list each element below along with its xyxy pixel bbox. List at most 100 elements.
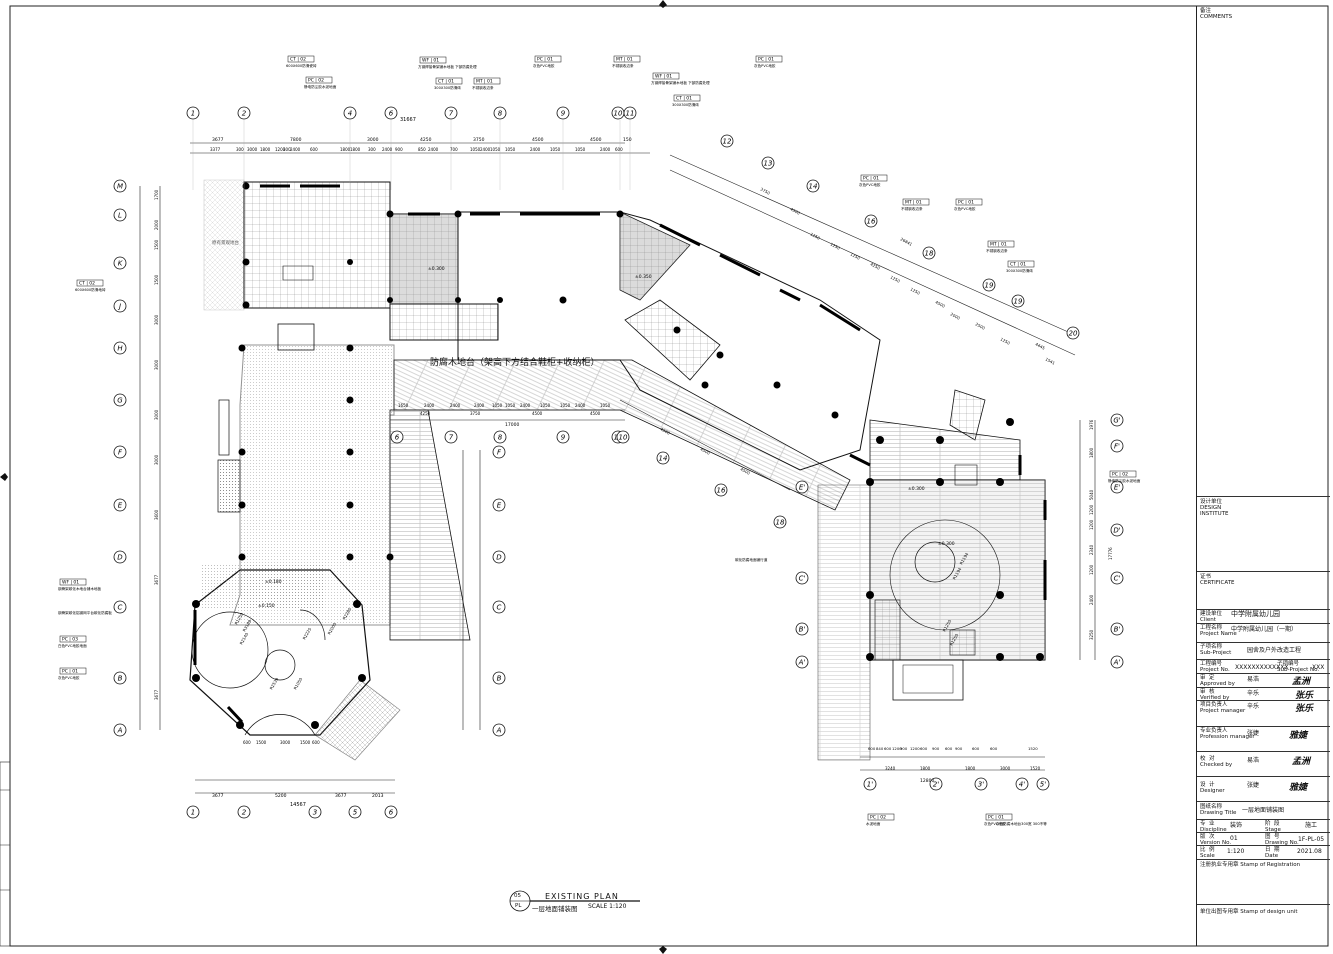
dim-bottom-sub-4: 600 [312,740,320,745]
svg-text:E: E [497,502,502,510]
dim-rb-seg-1: 1800 [920,766,931,771]
dim-mid-total: 17000 [505,422,519,428]
dim-diag-3: 1250 [830,241,842,250]
svg-text:1: 1 [191,809,195,817]
dim-left-1: 2000 [154,219,159,230]
drawing-no-value: 1F-PL-05 [1298,836,1325,843]
dim-bottom-seg-0: 3677 [212,793,224,799]
dim-top-sub-6: 2400 [290,147,301,152]
svg-text:灰色PVC地胶: 灰色PVC地胶 [859,182,881,187]
dim-top-seg-4: 3750 [473,137,485,143]
svg-text:300X300防滑砖: 300X300防滑砖 [434,85,461,90]
dim-diag-16: 4500 [700,446,712,455]
dim-diag-1: 4500 [790,206,802,215]
designer-value: 张婕 [1247,782,1260,789]
project-no-value: XXXXXXXXXXXXX [1235,664,1289,671]
axis-right-4: C' [1110,571,1124,585]
svg-text:不锈钢收边条: 不锈钢收边条 [986,248,1008,253]
axis-top-11: 11 [623,106,637,120]
svg-text:5: 5 [353,809,358,817]
dim-left-5: 3000 [154,359,159,370]
dim-top-sub-10: 300 [368,147,376,152]
svg-text:WF | 01: WF | 01 [655,74,672,80]
svg-text:静电防尘胶水泥地面: 静电防尘胶水泥地面 [1108,478,1141,483]
radius-4: R1050 [293,676,304,690]
svg-text:PC | 01: PC | 01 [863,176,879,182]
dim-top-sub-21: 1050 [550,147,561,152]
dim-right-5: 2340 [1089,544,1094,555]
discipline-label: 专 业 Discipline [1200,821,1227,833]
svg-text:18: 18 [925,250,934,258]
dim-diag-2: 1250 [810,231,822,240]
signature-mark-2: 张乐 [1295,691,1314,701]
dim-right-0: 1976 [1089,419,1094,430]
drawing-title-cn: 一层地面铺装图 [532,905,578,913]
svg-text:CT | 02: CT | 02 [79,281,95,287]
axis-top-9: 9 [556,106,570,120]
svg-text:MT | 01: MT | 01 [905,200,922,206]
svg-text:7: 7 [449,434,454,442]
svg-text:10: 10 [619,434,628,442]
svg-text:K: K [118,260,124,268]
dim-rb-seg-0: 3240 [885,766,896,771]
svg-text:8: 8 [498,110,503,118]
dim-left-3: 1500 [154,274,159,285]
radius-6: R2285 [342,606,353,620]
certificate-label: 证书 CERTIFICATE [1200,574,1235,586]
drawing-scale: SCALE 1:120 [588,903,627,910]
dim-rb-total: 12800 [920,778,934,784]
axis-mid-right-B: B [492,671,506,685]
level-2: ±0.300 [938,541,955,547]
svg-text:6: 6 [395,434,400,442]
level-3: ±0.180 [265,579,282,585]
project-label: 工程名称 Project Name [1200,625,1237,637]
axis-mid-right-A: A [492,723,506,737]
axis-right-6: A' [1110,655,1124,669]
client-label: 建设单位 Client [1200,611,1223,623]
svg-text:WF | 01: WF | 01 [62,580,79,586]
svg-text:方钢焊接骨架铺木地板 下部防腐处理: 方钢焊接骨架铺木地板 下部防腐处理 [651,80,710,85]
axis-bottom-6: 6 [384,805,398,819]
svg-text:19: 19 [985,282,994,290]
radius-11: R1250 [949,632,960,646]
subproject-value: 园舍及户外改造工程 [1247,647,1302,654]
dim-diag-7: 1250 [910,286,922,295]
dim-top-sub-22: 1050 [575,147,586,152]
subproject-no-value: XXX [1312,664,1325,671]
dim-right-1: 1800 [1089,447,1094,458]
dim-top-seg-1: 7800 [290,137,302,143]
dim-left-7: 3000 [154,454,159,465]
axis-mid-right-D: D [492,550,506,564]
axis-mid-6: 6 [390,430,404,444]
dim-mid-seg-3: 2400 [474,403,485,408]
svg-text:4': 4' [1019,781,1025,789]
dim-left-0: 1700 [154,189,159,200]
svg-text:3': 3' [978,781,984,789]
axis-right-bottom-3: 4' [1015,777,1029,791]
wall-openings [193,184,1047,724]
axis-top-7: 7 [444,106,458,120]
svg-text:9: 9 [561,110,566,118]
axis-diag-low-2: 16 [714,483,728,497]
dim-top-sub-2: 3000 [247,147,258,152]
svg-text:E: E [118,502,123,510]
dim-top-sub-18: 1050 [490,147,501,152]
axis-top-1: 1 [186,106,200,120]
material-tag: 灰色防腐木地台300宽 300不等 [996,821,1047,826]
axis-diag-low-0: 10 [616,430,630,444]
dim-bottom-seg-2: 3677 [335,793,347,799]
svg-text:灰色PVC地胶: 灰色PVC地胶 [754,63,776,68]
dim-rb-seg-3: 3000 [1000,766,1011,771]
dim-top-seg-5: 4500 [532,137,544,143]
axis-right-bottom-2: 3' [974,777,988,791]
dim-right-4: 1200 [1089,519,1094,530]
dim-top-sub-0: 3377 [210,147,221,152]
axis-top-2: 2 [237,106,251,120]
